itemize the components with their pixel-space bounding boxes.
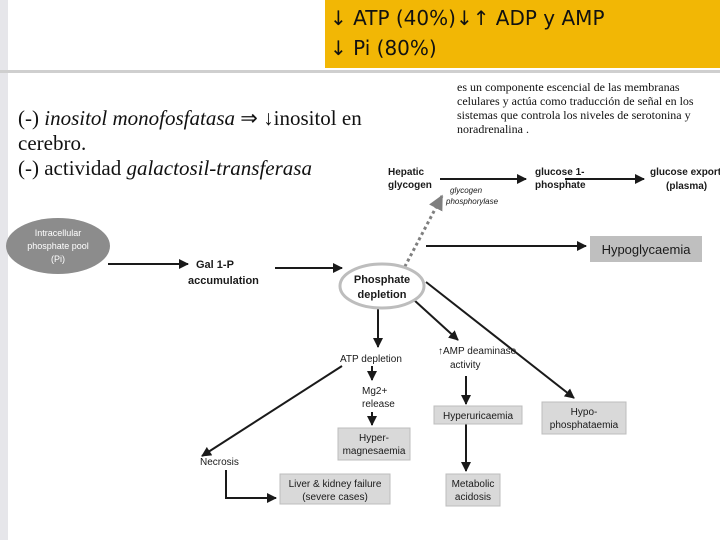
arrow-necrosis-to-failure: [225, 470, 277, 503]
header-line-2: ↓ Pi (80%): [330, 36, 437, 60]
node-hepatic-glycogen-1: Hepatic: [388, 167, 425, 178]
arrow-depletion-to-hypophosphataemia: [425, 281, 575, 399]
node-hypoglycaemia-box: [590, 236, 702, 262]
node-glucose-1-phosphate-1: glucose 1-: [535, 167, 584, 178]
left-text-line-3: (-) actividad galactosil-transferasa: [18, 156, 312, 180]
node-phosphate-depletion-1: Phosphate: [354, 274, 410, 286]
node-liver-kidney-2: (severe cases): [302, 492, 368, 503]
node-hypophosphataemia-box: [541, 401, 627, 435]
node-hypoglycaemia: Hypoglycaemia: [602, 242, 692, 257]
node-hyperuricaemia-box: [433, 405, 523, 425]
node-intracellular-pool: [6, 218, 110, 274]
node-glycogen-phosphorylase-2: phosphorylase: [445, 197, 499, 206]
node-phosphate-depletion-2: depletion: [358, 289, 407, 301]
node-liver-kidney-1: Liver & kidney failure: [289, 479, 382, 490]
node-glucose-1-phosphate-2: phosphate: [535, 180, 586, 191]
left-text-line-1: (-) inositol monofosfatasa ⇒ ↓inositol e…: [18, 106, 362, 130]
node-metabolic-acidosis-1: Metabolic: [452, 479, 495, 490]
node-hypermagnesaemia-box: [337, 427, 411, 461]
node-phosphate-depletion: [338, 262, 426, 310]
node-mg-release-2: release: [362, 399, 395, 410]
node-intracellular-pool-3: (Pi): [51, 254, 65, 264]
node-mg-release-1: Mg2+: [362, 386, 387, 397]
right-text-block: es un componente escencial de las membra…: [457, 80, 694, 136]
arrow-dotted-depletion-to-phosphorylase: [400, 194, 444, 273]
arrow-atp-to-necrosis: [201, 365, 343, 457]
node-gal1p-2: accumulation: [188, 275, 259, 287]
node-necrosis: Necrosis: [200, 457, 239, 468]
arrow-depletion-to-amp: [413, 299, 459, 341]
node-hypermagnesaemia-2: magnesaemia: [343, 446, 406, 457]
node-liver-kidney-box: [279, 473, 391, 505]
header-line-1: ↓ ATP (40%)↓↑ ADP y AMP: [330, 6, 605, 30]
node-hepatic-glycogen-2: glycogen: [388, 180, 432, 191]
node-glucose-export-2: (plasma): [666, 181, 707, 192]
node-hypophosphataemia-2: phosphataemia: [550, 420, 619, 431]
header-banner: [325, 0, 720, 68]
node-amp-deaminase-2: activity: [450, 360, 481, 371]
node-hyperuricaemia: Hyperuricaemia: [443, 411, 513, 422]
node-hypermagnesaemia-1: Hyper-: [359, 433, 389, 444]
left-edge-stripe: [0, 0, 8, 540]
node-intracellular-pool-1: Intracellular: [35, 228, 82, 238]
node-amp-deaminase-1: ↑AMP deaminase: [438, 346, 517, 357]
divider-bar: [0, 70, 720, 73]
node-hypophosphataemia-1: Hypo-: [571, 407, 598, 418]
left-text-line-2: cerebro.: [18, 131, 87, 155]
node-glycogen-phosphorylase-1: glycogen: [450, 186, 483, 195]
node-glucose-export-1: glucose export: [650, 167, 720, 178]
node-intracellular-pool-2: phosphate pool: [27, 241, 89, 251]
node-gal1p-1: Gal 1-P: [196, 259, 234, 271]
node-metabolic-acidosis-2: acidosis: [455, 492, 491, 503]
node-metabolic-acidosis-box: [445, 473, 501, 507]
left-text-block: (-) inositol monofosfatasa ⇒ ↓inositol e…: [18, 106, 428, 181]
node-atp-depletion: ATP depletion: [340, 354, 402, 365]
